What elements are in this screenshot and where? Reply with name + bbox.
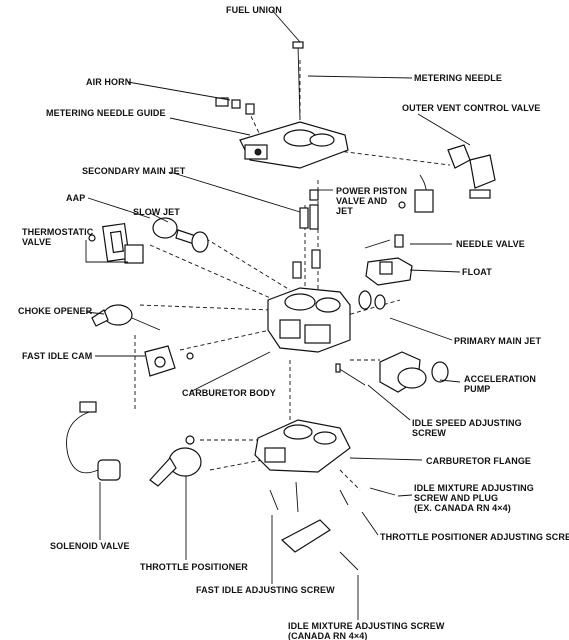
label-acceleration-line-2: PUMP	[464, 384, 491, 394]
label-carburetor-body: CARBURETOR BODY	[182, 388, 276, 398]
aap-part	[152, 217, 209, 253]
label-metering-needle: METERING NEEDLE	[414, 73, 503, 83]
label-outer-vent-control-valve: OUTER VENT CONTROL VALVE	[402, 103, 541, 113]
label-idle-mixture-plug-line-1: IDLE MIXTURE ADJUSTING	[414, 483, 534, 493]
label-idle-mixture-screw-and-plug: IDLE MIXTURE ADJUSTING SCREW AND PLUG (E…	[414, 483, 534, 513]
label-power-piston-line-2: VALVE AND	[336, 196, 388, 206]
label-needle-valve: NEEDLE VALVE	[456, 239, 525, 249]
label-idle-speed-adjusting-screw: IDLE SPEED ADJUSTING SCREW	[412, 418, 522, 438]
label-thermostatic-line-1: THERMOSTATIC	[22, 227, 94, 237]
jets-part	[292, 189, 321, 279]
label-float: FLOAT	[462, 267, 492, 277]
label-acceleration-pump: ACCELERATION PUMP	[464, 374, 536, 394]
label-power-piston-valve-and-jet: POWER PISTON VALVE AND JET	[336, 186, 407, 216]
metering-needle-part	[292, 41, 304, 121]
label-idle-mixture-canada-line-1: IDLE MIXTURE ADJUSTING SCREW	[288, 621, 445, 631]
outer-vent-valve-part	[398, 144, 496, 213]
label-fast-idle-cam: FAST IDLE CAM	[22, 351, 93, 361]
acceleration-pump-part	[379, 351, 449, 393]
label-aap: AAP	[66, 193, 86, 203]
leader-lines	[85, 9, 471, 620]
air-horn-part	[239, 121, 349, 169]
lower-screws-part	[269, 481, 396, 571]
label-throttle-positioner-adjusting-screw: THROTTLE POSITIONER ADJUSTING SCREW	[380, 532, 569, 542]
choke-opener-part	[91, 304, 161, 331]
label-secondary-main-jet: SECONDARY MAIN JET	[82, 166, 186, 176]
label-power-piston-line-3: JET	[336, 206, 353, 216]
thermostatic-valve-part	[88, 222, 144, 264]
label-acceleration-line-1: ACCELERATION	[464, 374, 537, 384]
label-air-horn: AIR HORN	[86, 77, 132, 87]
label-idle-mixture-canada: IDLE MIXTURE ADJUSTING SCREW (CANADA RN …	[288, 621, 444, 640]
alignment-lines	[134, 60, 451, 491]
carburetor-body-part	[267, 287, 386, 353]
label-metering-needle-guide: METERING NEEDLE GUIDE	[46, 108, 166, 118]
label-power-piston-line-1: POWER PISTON	[336, 186, 408, 196]
label-fast-idle-adjusting-screw: FAST IDLE ADJUSTING SCREW	[196, 585, 335, 595]
idle-speed-screw-part	[335, 363, 366, 386]
throttle-positioner-part	[149, 435, 202, 487]
label-slow-jet: SLOW JET	[133, 207, 180, 217]
float-part	[365, 257, 413, 286]
label-idle-speed-line-2: SCREW	[412, 428, 446, 438]
fuel-union-part	[215, 97, 255, 115]
label-idle-mixture-plug-line-2: SCREW AND PLUG	[414, 493, 499, 503]
label-idle-speed-line-1: IDLE SPEED ADJUSTING	[412, 418, 522, 428]
label-solenoid-valve: SOLENOID VALVE	[50, 541, 130, 551]
label-carburetor-flange: CARBURETOR FLANGE	[426, 456, 532, 466]
label-thermostatic-valve: THERMOSTATIC VALVE	[22, 227, 93, 247]
label-throttle-positioner: THROTTLE POSITIONER	[140, 562, 248, 572]
label-fuel-union: FUEL UNION	[226, 5, 282, 15]
label-thermostatic-line-2: VALVE	[22, 237, 52, 247]
carburetor-flange-part	[254, 419, 351, 473]
fast-idle-cam-part	[144, 345, 194, 377]
solenoid-valve-part	[66, 401, 121, 481]
label-idle-mixture-canada-line-2: (CANADA RN 4×4)	[288, 631, 368, 640]
needle-valve-part	[364, 234, 404, 249]
label-choke-opener: CHOKE OPENER	[18, 306, 93, 316]
label-idle-mixture-plug-line-3: (EX. CANADA RN 4×4)	[414, 503, 511, 513]
label-primary-main-jet: PRIMARY MAIN JET	[454, 336, 542, 346]
